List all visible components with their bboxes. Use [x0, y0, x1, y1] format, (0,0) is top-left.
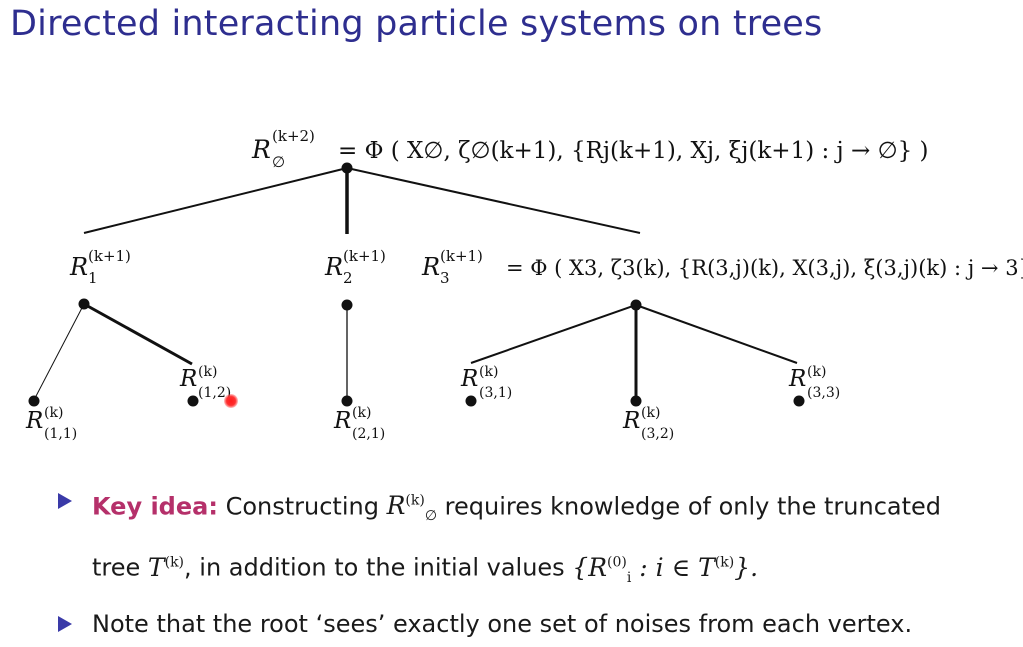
label-r31-sub: (3,1): [479, 385, 512, 401]
bullet-list: Key idea: Constructing R(k)∅ requires kn…: [58, 478, 988, 647]
label-r2-sub: 2: [343, 269, 353, 287]
edge-1-12: [83, 302, 193, 366]
root-formula-rhs: = Φ ( X∅, ζ∅(k+1), {Rj(k+1), Xj, ξj(k+1)…: [338, 138, 929, 164]
label-r3-sup: (k+1): [440, 247, 483, 265]
bullet-1-math-2: T(k): [147, 552, 185, 582]
key-idea-label: Key idea:: [92, 492, 218, 521]
label-r21: R: [333, 408, 351, 434]
bullet-key-idea: Key idea: Constructing R(k)∅ requires kn…: [58, 478, 988, 601]
label-r32: R: [622, 408, 640, 434]
label-r1: R: [69, 253, 88, 281]
node-11: [28, 395, 40, 407]
label-r12-sub: (1,2): [198, 385, 231, 401]
label-r31-sup: (k): [479, 364, 498, 380]
label-r33-sup: (k): [807, 364, 826, 380]
label-r32-sup: (k): [641, 405, 660, 421]
edge-3-31: [470, 304, 637, 364]
label-r1-sup: (k+1): [88, 247, 131, 265]
slide-title: Directed interacting particle systems on…: [10, 4, 823, 44]
edge-root-1: [83, 167, 348, 234]
edge-3-33: [635, 304, 798, 364]
node-21: [341, 395, 353, 407]
bullet-1-math-3: {R(0)i : i ∈ T(k)}.: [572, 552, 759, 586]
label-r12: R: [179, 366, 197, 392]
root-label: R: [251, 135, 271, 164]
node-32: [630, 395, 642, 407]
label-r3-sub: 3: [440, 269, 450, 287]
label-r12-sup: (k): [198, 364, 217, 380]
label-r21-sub: (2,1): [352, 426, 385, 442]
root-label-sup: (k+2): [272, 127, 315, 145]
label-r32-sub: (3,2): [641, 426, 674, 442]
level2-labels: R (1,1) (k) R (1,2) (k) R (2,1) (k) R (3…: [25, 364, 840, 442]
node-root: [341, 162, 353, 174]
bullet-1-text-3: tree: [92, 553, 148, 582]
label-r11: R: [25, 408, 43, 434]
bullet-note: Note that the root ‘sees’ exactly one se…: [58, 601, 988, 647]
triangle-bullet-icon: [58, 615, 72, 632]
bullet-1-math-1: R(k)∅: [386, 491, 438, 525]
bullet-1-text-2: requires knowledge of only the truncated: [437, 492, 942, 521]
node-1: [78, 298, 90, 310]
label-r11-sub: (1,1): [44, 426, 77, 442]
node-3: [630, 299, 642, 311]
bullet-2-text: Note that the root ‘sees’ exactly one se…: [92, 609, 913, 638]
label-r2: R: [324, 253, 343, 281]
label-r1-sub: 1: [88, 269, 98, 287]
label-r21-sup: (k): [352, 405, 371, 421]
label-r3-formula: = Φ ( X3, ζ3(k), {R(3,j)(k), X(3,j), ξ(3…: [506, 256, 1023, 280]
label-r33-sub: (3,3): [807, 385, 840, 401]
triangle-bullet-icon: [58, 493, 72, 509]
label-r31: R: [460, 366, 478, 392]
bullet-1-text-1: Constructing: [217, 492, 387, 521]
edge-1-11: [33, 303, 85, 401]
level1-labels: R 1 (k+1) R 2 (k+1) R 3 (k+1) = Φ ( X3, …: [69, 247, 1023, 287]
edge-root-3: [346, 167, 641, 234]
tree-diagram: R ∅ (k+2) = Φ ( X∅, ζ∅(k+1), {Rj(k+1), X…: [25, 127, 1023, 442]
root-label-sub: ∅: [272, 153, 285, 171]
slide: Directed interacting particle systems on…: [10, 4, 1023, 638]
label-r11-sup: (k): [44, 405, 63, 421]
label-r3: R: [421, 253, 440, 281]
root-formula: R ∅ (k+2) = Φ ( X∅, ζ∅(k+1), {Rj(k+1), X…: [251, 127, 929, 171]
laser-pointer-dot: [224, 394, 238, 408]
bullet-1-text-4: , in addition to the initial values: [184, 553, 573, 582]
node-2: [341, 299, 353, 311]
node-33: [793, 395, 805, 407]
label-r2-sup: (k+1): [343, 247, 386, 265]
label-r33: R: [788, 366, 806, 392]
node-12: [187, 395, 199, 407]
node-31: [465, 395, 477, 407]
